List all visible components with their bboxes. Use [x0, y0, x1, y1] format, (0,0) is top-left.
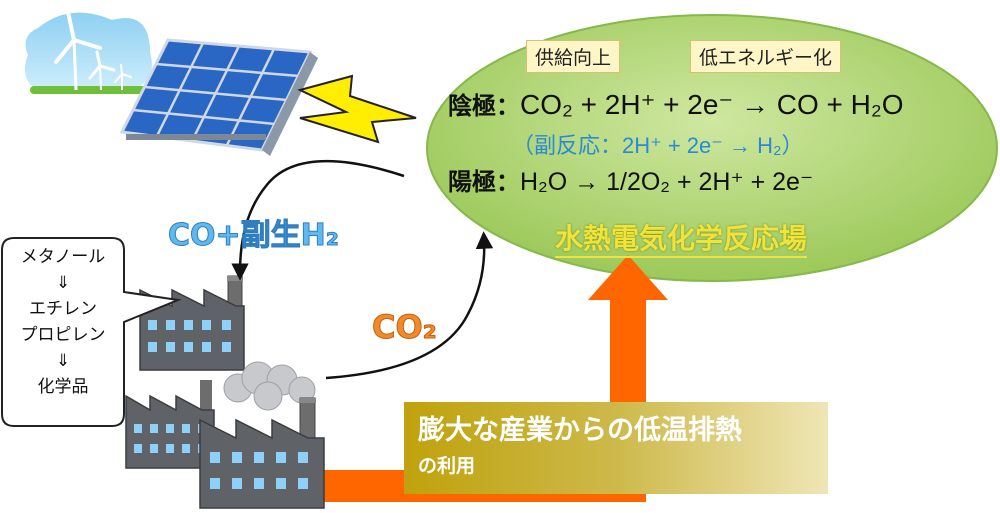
anode-equation: H₂O → 1/2O₂ + 2H⁺ + 2e⁻ [520, 168, 814, 196]
supply-improvement-tag: 供給向上 [526, 40, 621, 73]
lightning-icon [297, 74, 417, 144]
reaction-field-label: 水熱電気化学反応場 [555, 222, 808, 258]
cathode-label: 陰極： [448, 92, 520, 120]
factory-icon [125, 380, 215, 469]
co-h2-flow-arrow [231, 159, 405, 281]
callout-line: プロピレン [20, 325, 106, 345]
waste-heat-banner: 膨大な産業からの低温排熱 の利用 [404, 402, 828, 494]
cathode-equation: CO₂ + 2H⁺ + 2e⁻ → CO + H₂O [520, 89, 904, 120]
callout-line: ⇓ [55, 351, 71, 371]
factory-icon [199, 397, 325, 509]
callout-line: メタノール [20, 247, 106, 267]
side-reaction: （副反応：2H⁺ + 2e⁻ → H₂） [512, 133, 804, 158]
factory-icon [139, 275, 245, 371]
wind-turbine-icon [24, 10, 154, 94]
anode-label: 陽極： [448, 168, 520, 196]
callout-line: 化学品 [37, 377, 89, 397]
anode-reaction: 陽極：H₂O → 1/2O₂ + 2H⁺ + 2e⁻ [448, 162, 813, 197]
waste-heat-subtitle: の利用 [418, 455, 476, 477]
smoke-cloud-icon [223, 361, 316, 411]
product-callout-bubble [1, 237, 182, 427]
low-energy-tag: 低エネルギー化 [690, 40, 842, 73]
product-callout: メタノール ⇓ エチレン プロピレン ⇓ 化学品 [4, 244, 122, 400]
waste-heat-title: 膨大な産業からの低温排熱 [418, 415, 742, 446]
solar-panel-icon [119, 38, 318, 156]
callout-line: ⇓ [55, 273, 71, 293]
co2-label: CO₂ [372, 308, 438, 347]
callout-line: エチレン [29, 299, 97, 319]
co2-flow-arrow [325, 231, 494, 380]
reaction-field-ellipse [426, 14, 998, 282]
cathode-reaction: 陰極：CO₂ + 2H⁺ + 2e⁻ → CO + H₂O [448, 86, 904, 121]
co-h2-label: CO+副生H₂ [168, 218, 340, 254]
